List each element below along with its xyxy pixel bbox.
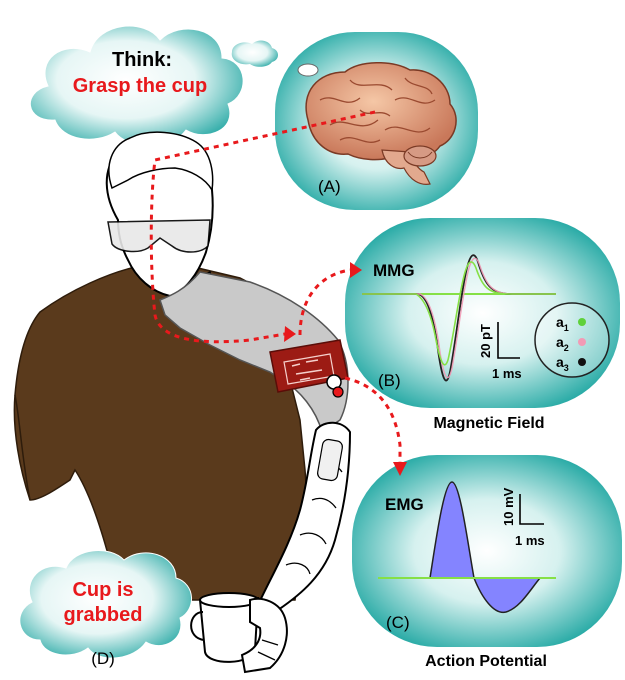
mmg-scale-x: 1 ms xyxy=(492,366,522,381)
grab-text-line2: grabbed xyxy=(64,604,143,626)
mmg-label: MMG xyxy=(373,261,415,280)
think-title: Think: xyxy=(112,49,172,71)
emg-panel-label: (C) xyxy=(386,613,410,632)
mmg-panel-label: (B) xyxy=(378,371,401,390)
brain-label: (A) xyxy=(318,177,341,196)
emg-scale-y: 10 mV xyxy=(501,487,516,526)
thought-bubble-tiny xyxy=(298,64,318,76)
sensor-dot-3 xyxy=(578,358,586,366)
mmg-caption: Magnetic Field xyxy=(433,415,544,432)
emg-scale-x: 1 ms xyxy=(515,533,545,548)
grab-cloud-label: (D) xyxy=(91,649,115,668)
think-text: Grasp the cup xyxy=(73,75,207,97)
grab-cloud: Cup is grabbed (D) xyxy=(20,551,192,668)
emg-label: EMG xyxy=(385,495,424,514)
thought-bubble-small xyxy=(232,41,278,67)
think-cloud: Think: Grasp the cup xyxy=(30,26,318,145)
sensor-dot-2 xyxy=(578,338,586,346)
mmg-scale-y: 20 pT xyxy=(478,324,493,358)
sensor-dot-1 xyxy=(578,318,586,326)
grab-text-line1: Cup is xyxy=(72,579,133,601)
emg-caption: Action Potential xyxy=(425,653,547,670)
